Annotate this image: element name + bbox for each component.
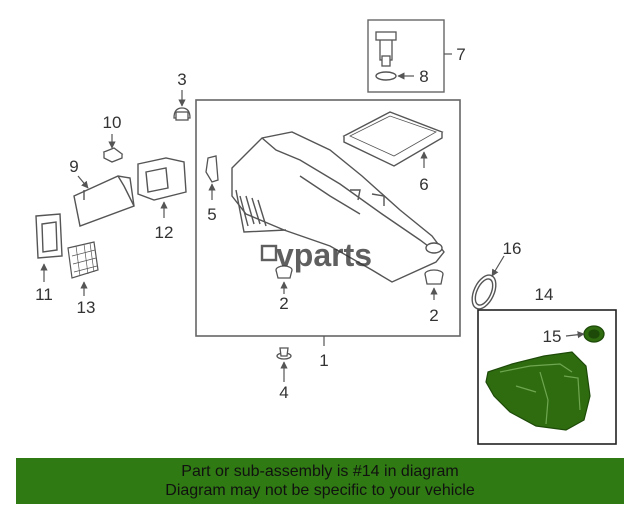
assembly-connector: [583, 325, 605, 343]
callout-1: 1: [319, 351, 328, 370]
callout-10: 10: [103, 113, 122, 132]
leader-lines: [40, 53, 585, 382]
callout-8: 8: [419, 67, 428, 86]
watermark-text: vparts: [276, 237, 372, 273]
callout-6: 6: [419, 175, 428, 194]
grommet-top: [173, 107, 191, 121]
air-cleaner-group-box: [195, 99, 461, 337]
callout-4: 4: [279, 383, 288, 402]
callout-7: 7: [456, 45, 465, 64]
callout-12: 12: [155, 223, 174, 242]
callout-5: 5: [207, 205, 216, 224]
callout-9: 9: [69, 157, 78, 176]
sensor: [375, 31, 397, 67]
air-filter: [342, 111, 444, 167]
callout-3: 3: [177, 70, 186, 89]
watermark: vparts: [260, 237, 372, 273]
intake-duct: [73, 175, 135, 227]
callout-2-left: 2: [279, 294, 288, 313]
info-banner: Part or sub-assembly is #14 in diagram D…: [16, 458, 624, 504]
callout-16: 16: [503, 239, 522, 258]
callout-15: 15: [543, 327, 562, 346]
air-cleaner-housing: [231, 131, 445, 283]
highlighted-assembly-box: [477, 309, 617, 445]
mount-grommet-right: [424, 269, 444, 285]
banner-line-1: Part or sub-assembly is #14 in diagram: [181, 463, 459, 480]
banner-line-2: Diagram may not be specific to your vehi…: [165, 482, 475, 499]
callout-13: 13: [77, 298, 96, 317]
watermark-logo: [260, 244, 278, 262]
push-pin: [276, 347, 292, 360]
air-cleaner-assembly: [485, 351, 591, 431]
o-ring: [375, 71, 397, 81]
callout-14: 14: [535, 285, 554, 304]
resonator: [137, 157, 187, 201]
hose-clamp: [471, 274, 497, 310]
clip: [205, 155, 219, 183]
inlet-screen: [67, 241, 99, 279]
small-insulator: [102, 147, 124, 163]
mount-grommet-left: [275, 265, 293, 279]
air-inlet: [35, 213, 63, 259]
sensor-group-box: [367, 19, 445, 93]
callout-11: 11: [35, 285, 53, 304]
callout-2-right: 2: [429, 306, 438, 325]
